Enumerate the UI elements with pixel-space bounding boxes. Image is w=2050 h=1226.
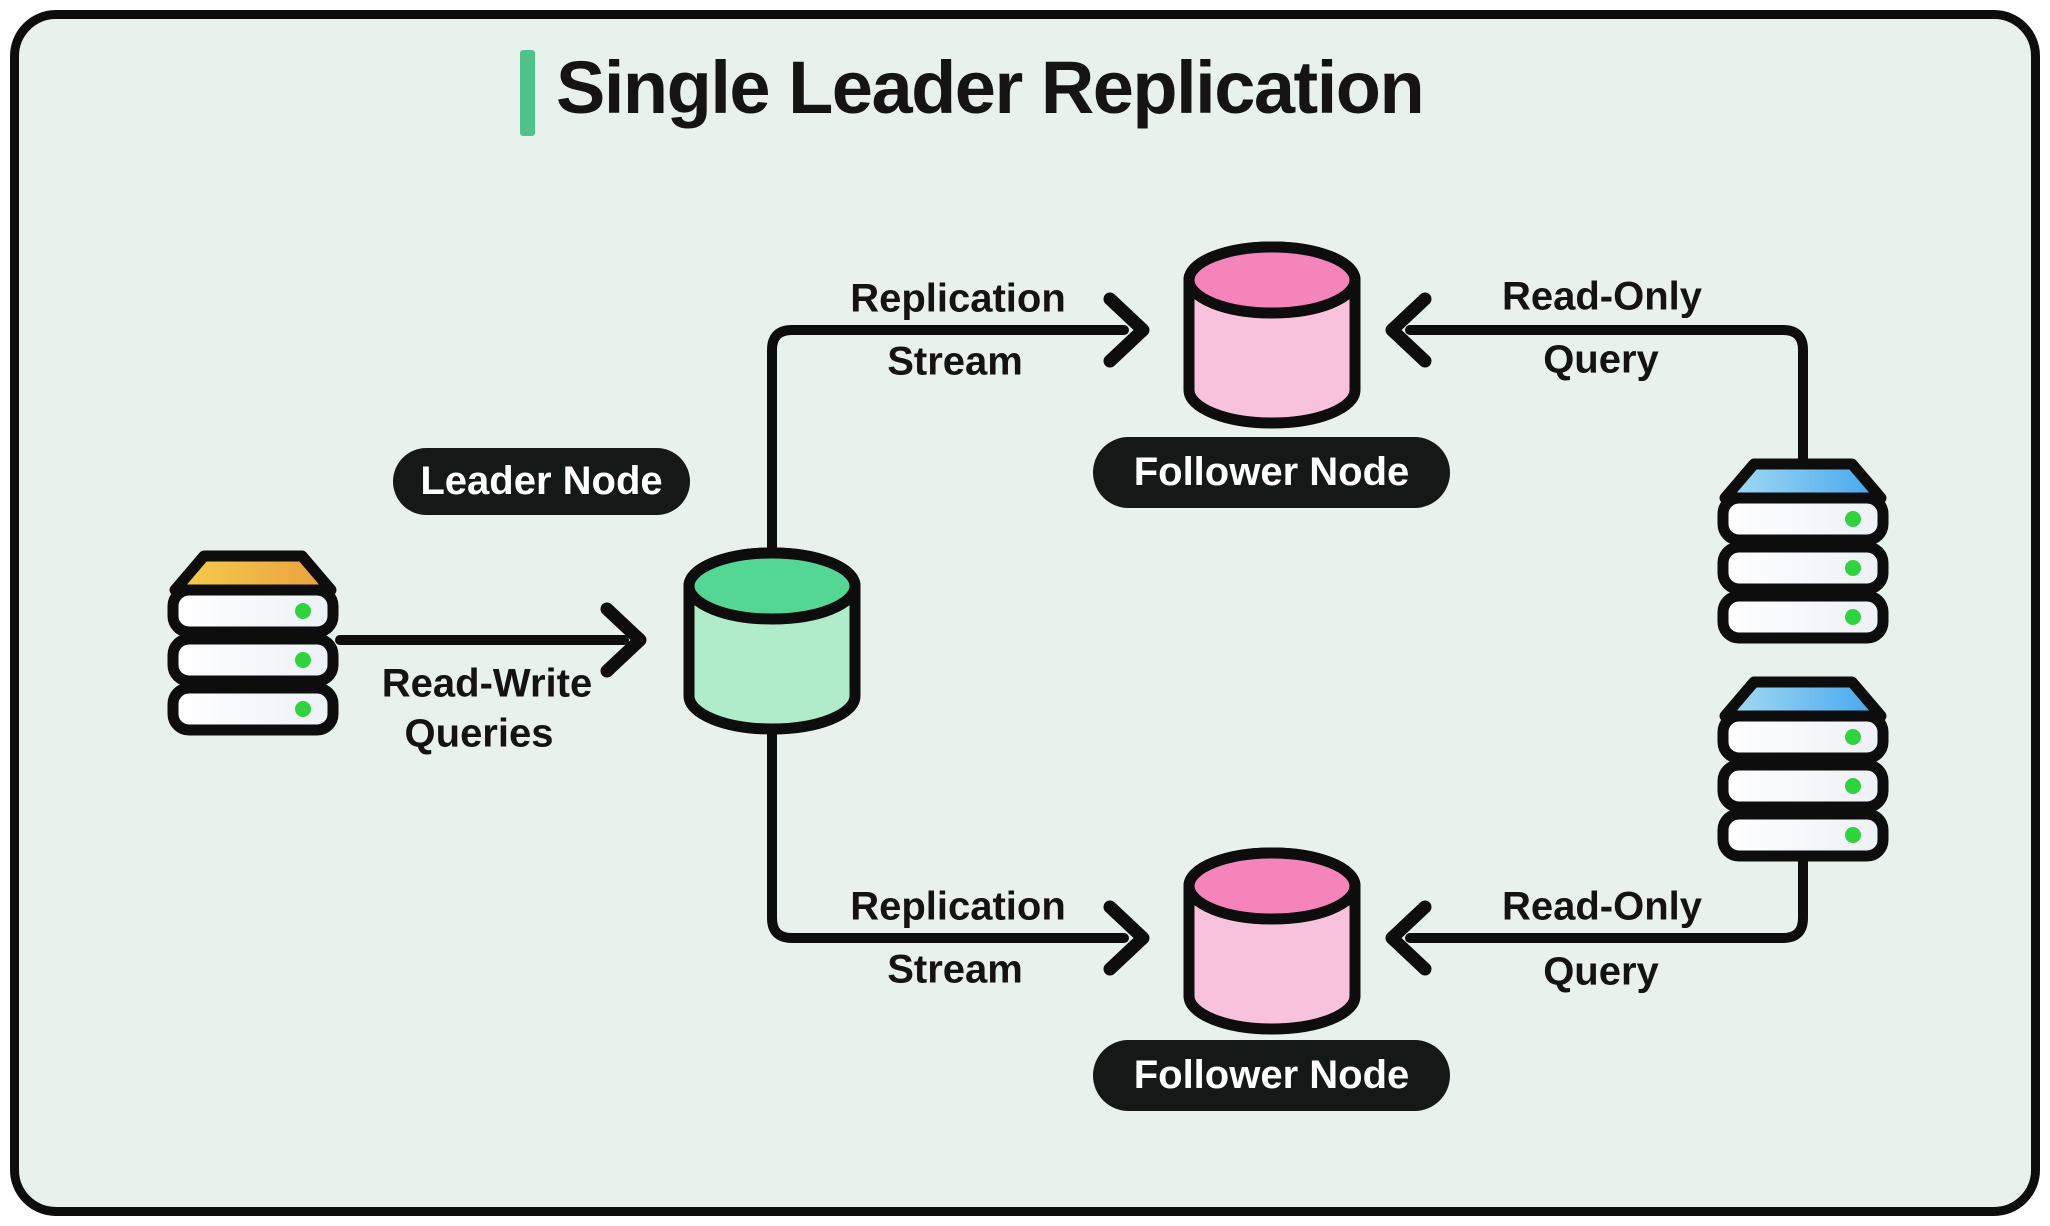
- follower-database-icon-top: [1183, 241, 1361, 429]
- arrow-right-icon: [600, 602, 647, 678]
- follower-database-icon-bottom: [1183, 847, 1361, 1035]
- replication-stream-arrow-bottom: [767, 719, 1150, 976]
- leader-node-label: Leader Node: [420, 459, 663, 503]
- follower-node-badge-bottom: Follower Node: [1093, 1040, 1450, 1111]
- replication-stream-bottom-label-line2: Stream: [887, 947, 1023, 992]
- status-dot: [1845, 729, 1861, 843]
- follower-node-label-top: Follower Node: [1133, 450, 1410, 494]
- replication-stream-arrow-top: [767, 292, 1150, 565]
- arrow-right-icon: [1103, 292, 1150, 368]
- diagram-panel: [10, 10, 2040, 1216]
- arrow-left-icon: [1385, 292, 1432, 368]
- read-write-arrow: [335, 602, 647, 678]
- follower-node-badge-top: Follower Node: [1093, 437, 1450, 508]
- arrow-right-icon: [1103, 900, 1150, 976]
- replica-server-stack-icon-bottom: [1717, 676, 1889, 862]
- client-server-stack-icon: [167, 550, 339, 736]
- read-only-query-bottom-label-line2: Query: [1543, 949, 1659, 994]
- status-dot: [1845, 511, 1861, 625]
- leader-database-icon: [683, 547, 861, 735]
- replication-stream-top-label-line2: Stream: [887, 339, 1023, 384]
- read-only-query-bottom-label-line1: Read-Only: [1501, 884, 1703, 929]
- replication-stream-bottom-label-line1: Replication: [850, 884, 1066, 929]
- leader-node-badge: Leader Node: [393, 448, 690, 515]
- read-only-query-arrow-top: [1385, 292, 1808, 475]
- replication-stream-top-label-line1: Replication: [850, 276, 1066, 321]
- read-write-label-line2: Queries: [404, 711, 554, 756]
- page-title: Single Leader Replication: [556, 46, 1425, 129]
- title-accent-bar: [520, 50, 535, 136]
- status-dot: [295, 603, 311, 717]
- arrow-left-icon: [1385, 900, 1432, 976]
- follower-node-label-bottom: Follower Node: [1133, 1053, 1410, 1097]
- read-only-query-arrow-bottom: [1385, 841, 1808, 976]
- replica-server-stack-icon-top: [1717, 458, 1889, 644]
- read-only-query-top-label-line2: Query: [1543, 337, 1659, 382]
- read-only-query-top-label-line1: Read-Only: [1501, 274, 1703, 319]
- read-write-label-line1: Read-Write: [381, 661, 593, 706]
